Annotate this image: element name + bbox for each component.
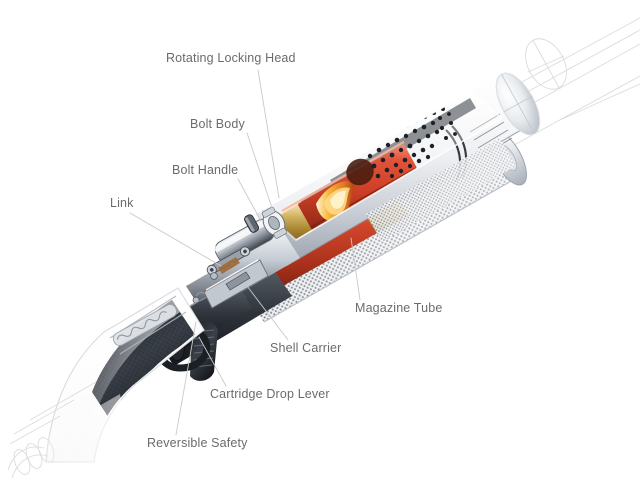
leader-line-bolt-body: [246, 132, 273, 209]
barrel-assembly: [256, 72, 541, 267]
leader-line-bolt-handle: [237, 178, 262, 222]
callout-label-magazine-tube: Magazine Tube: [355, 301, 443, 315]
callout-label-bolt-handle: Bolt Handle: [172, 163, 239, 177]
buttstock: [7, 287, 205, 479]
callout-label-link: Link: [110, 196, 134, 210]
leader-line-magazine-tube: [350, 237, 361, 301]
callout-label-bolt-body: Bolt Body: [190, 117, 245, 131]
leader-line-rotating-locking-head: [257, 69, 280, 199]
leader-lines: [129, 69, 361, 436]
callout-label-rotating-locking-head: Rotating Locking Head: [166, 51, 296, 65]
leader-line-cartridge-drop-lever: [198, 336, 227, 387]
callout-label-shell-carrier: Shell Carrier: [270, 341, 342, 355]
leader-line-link: [129, 212, 222, 267]
callout-label-cartridge-drop-lever: Cartridge Drop Lever: [210, 387, 330, 401]
callout-label-reversible-safety: Reversible Safety: [147, 436, 248, 450]
leader-line-shell-carrier: [246, 285, 289, 341]
leader-line-reversible-safety: [175, 321, 197, 436]
